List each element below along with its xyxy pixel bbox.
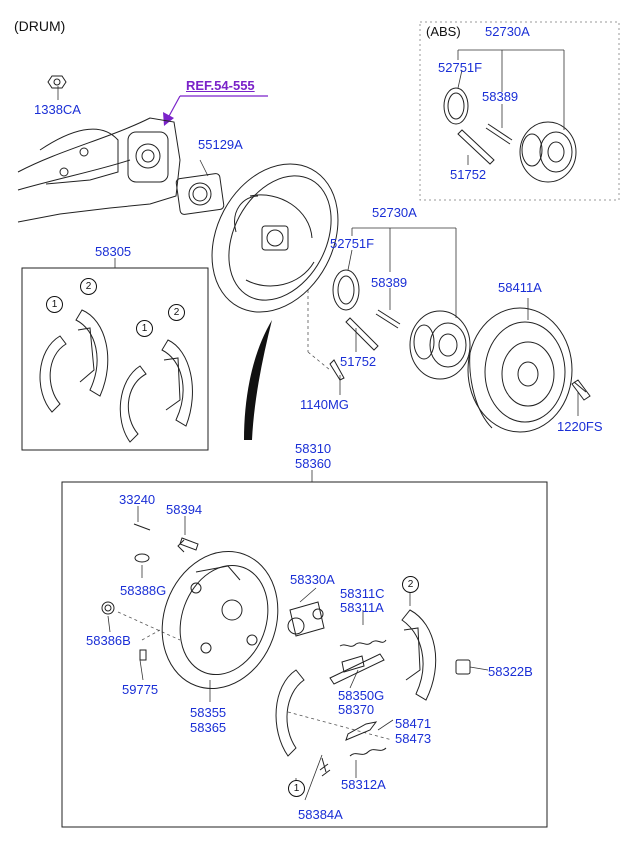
brake-drum-58411a <box>467 307 591 433</box>
part-55129a[interactable]: 55129A <box>198 137 243 152</box>
part-58473[interactable]: 58473 <box>395 731 432 746</box>
part-58370[interactable]: 58370 <box>338 702 375 717</box>
callout-circle: 2 <box>80 278 97 295</box>
part-51752-abs[interactable]: 51752 <box>450 167 487 182</box>
abs-box <box>419 21 620 201</box>
callout-circle: 1 <box>288 780 305 797</box>
part-1140mg[interactable]: 1140MG <box>300 397 349 412</box>
page-title: (DRUM) <box>14 18 66 34</box>
part-33240[interactable]: 33240 <box>119 492 156 507</box>
callout-circle: 1 <box>136 320 153 337</box>
part-58330a[interactable]: 58330A <box>290 572 335 587</box>
label-ref[interactable]: REF.54-555 <box>186 78 255 93</box>
assembly-box <box>61 481 548 828</box>
backing-plate-58355 <box>161 550 279 690</box>
part-58312a[interactable]: 58312A <box>341 777 386 792</box>
part-58311a[interactable]: 58311A <box>340 600 384 615</box>
part-58471[interactable]: 58471 <box>395 716 432 731</box>
part-58311c[interactable]: 58311C <box>340 586 385 601</box>
part-52730a[interactable]: 52730A <box>372 205 417 220</box>
callout-circle: 2 <box>402 576 419 593</box>
part-58355[interactable]: 58355 <box>190 705 227 720</box>
small-parts <box>101 523 199 661</box>
brake-shoes-lower <box>275 609 471 757</box>
part-1338ca[interactable]: 1338CA <box>34 102 81 117</box>
part-58360[interactable]: 58360 <box>295 456 332 471</box>
callout-circle: 2 <box>168 304 185 321</box>
gasket-55129a <box>175 173 225 215</box>
part-58394[interactable]: 58394 <box>166 502 203 517</box>
springs-adjusters <box>319 639 387 777</box>
cut-line <box>244 320 272 440</box>
part-58310[interactable]: 58310 <box>295 441 332 456</box>
part-59775[interactable]: 59775 <box>122 682 159 697</box>
part-58365[interactable]: 58365 <box>190 720 227 735</box>
label-abs: (ABS) <box>426 24 461 39</box>
suspension-arm <box>17 117 181 223</box>
leader-lines <box>57 49 579 801</box>
part-52751f[interactable]: 52751F <box>330 236 375 251</box>
abs-hub-parts <box>443 87 577 183</box>
part-58389[interactable]: 58389 <box>371 275 408 290</box>
part-58350g[interactable]: 58350G <box>338 688 385 703</box>
nut-1338ca <box>47 75 67 89</box>
part-52751f-abs[interactable]: 52751F <box>438 60 483 75</box>
part-1220fs[interactable]: 1220FS <box>557 419 603 434</box>
part-58322b[interactable]: 58322B <box>488 664 533 679</box>
dashed-guides <box>117 290 393 741</box>
part-58384a[interactable]: 58384A <box>298 807 343 822</box>
hub-parts <box>329 269 471 381</box>
callout-circle: 1 <box>46 296 63 313</box>
part-51752[interactable]: 51752 <box>340 354 377 369</box>
part-58389-abs[interactable]: 58389 <box>482 89 519 104</box>
brake-shoes-58305 <box>39 309 193 443</box>
brake-backplate-assembly <box>211 163 339 313</box>
wheel-cylinder-58330a <box>287 601 325 637</box>
part-58305[interactable]: 58305 <box>95 244 132 259</box>
part-58386b[interactable]: 58386B <box>86 633 131 648</box>
part-58411a[interactable]: 58411A <box>498 280 542 295</box>
ref-arrow <box>163 95 268 126</box>
part-52730a-abs[interactable]: 52730A <box>485 24 530 39</box>
part-58388g[interactable]: 58388G <box>120 583 167 598</box>
